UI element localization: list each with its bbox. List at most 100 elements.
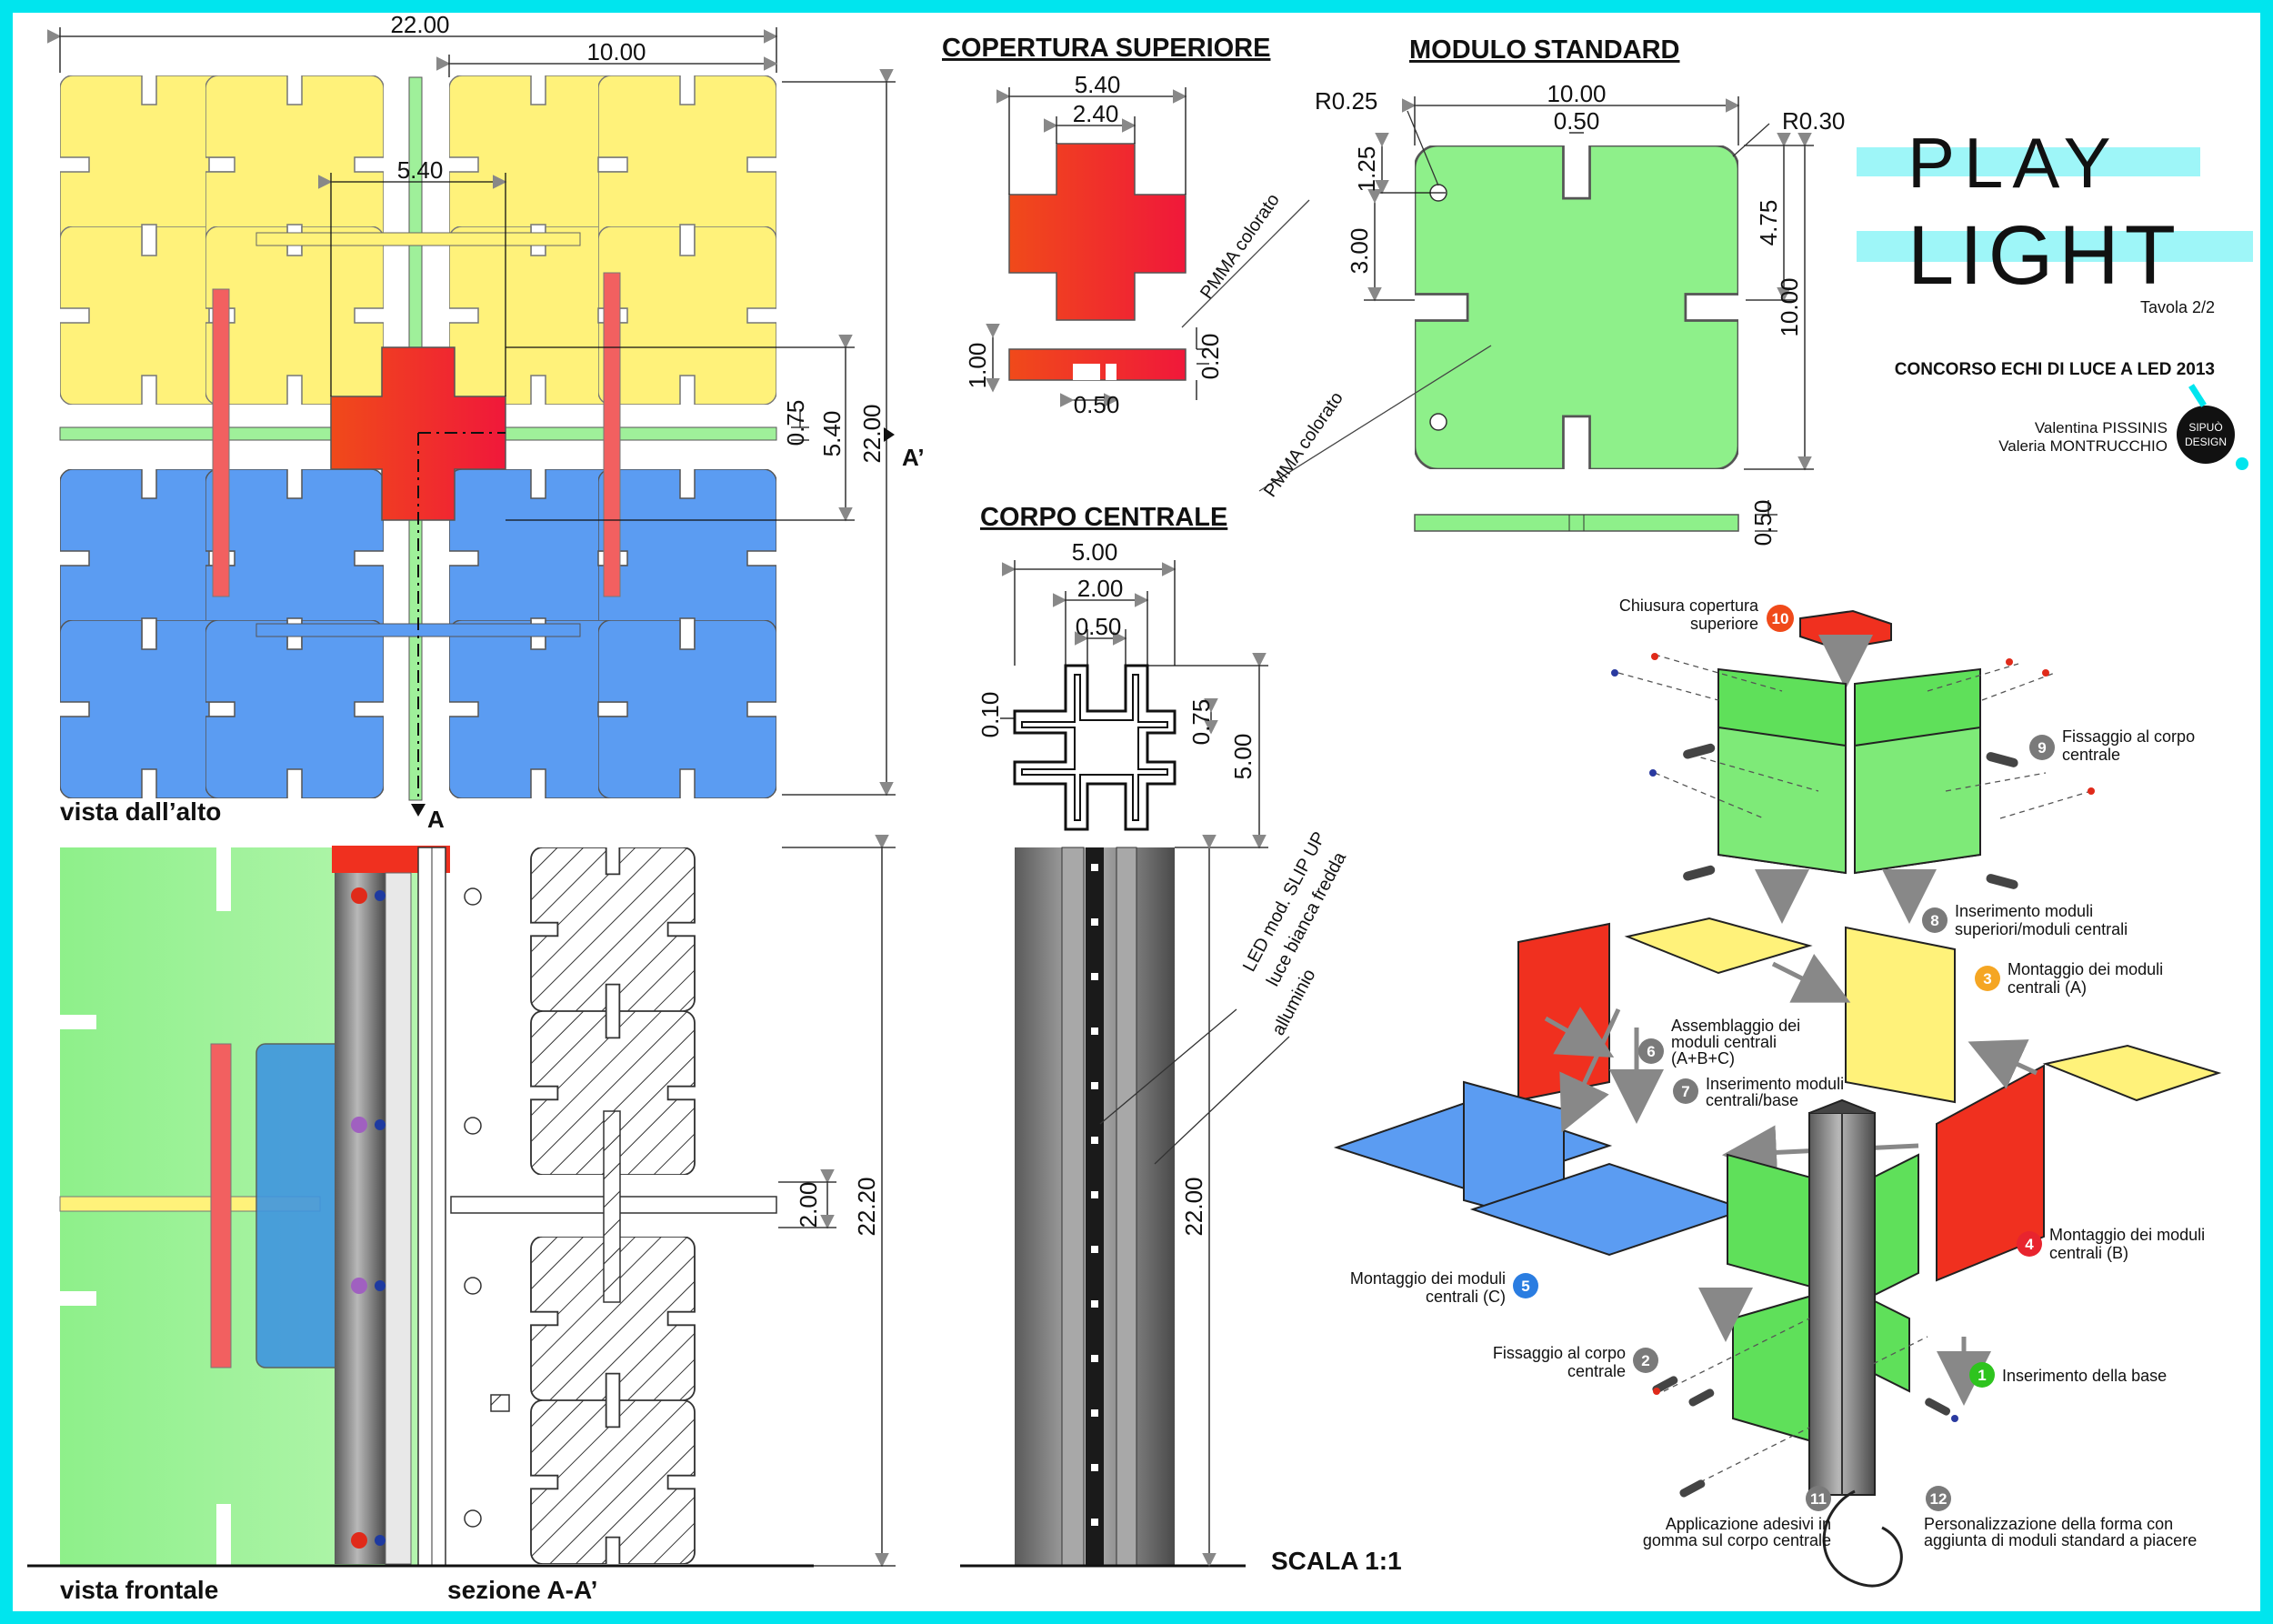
logo-line-2: DESIGN <box>2185 436 2227 448</box>
exploded-assembly <box>1333 609 2222 1588</box>
dim-mod-hole: 1.25 <box>1353 146 1380 193</box>
dim-mod-r1: R0.25 <box>1315 87 1377 115</box>
svg-text:11: 11 <box>1810 1490 1827 1508</box>
dim-body-wall: 0.10 <box>976 692 1004 738</box>
step-5: 5 Montaggio dei moduli centrali (C) <box>1350 1269 1538 1306</box>
dim-body-h: 5.00 <box>1229 734 1257 780</box>
author-1: Valentina PISSINIS <box>2035 419 2168 436</box>
top-view-label: vista dall’alto <box>60 797 221 826</box>
svg-text:aggiunta di moduli standard a: aggiunta di moduli standard a piacere <box>1924 1531 2197 1549</box>
scale-label: SCALA 1:1 <box>1271 1547 1402 1575</box>
dim-body-slot: 0.50 <box>1076 613 1122 640</box>
dim-top-height: 22.00 <box>858 404 886 463</box>
svg-text:12: 12 <box>1930 1490 1948 1508</box>
central-body-title: CORPO CENTRALE <box>980 503 1227 532</box>
svg-text:9: 9 <box>2038 739 2046 757</box>
logo-circle <box>2177 406 2235 464</box>
step-1: 1 Inserimento della base <box>1969 1362 2167 1388</box>
central-body-detail: CORPO CENTRALE <box>960 503 1402 1575</box>
dim-mod-slot: 0.50 <box>1554 107 1600 135</box>
dim-mod-w: 10.00 <box>1547 80 1606 107</box>
step-4: 4 Montaggio dei moduli centrali (B) <box>2017 1226 2205 1262</box>
svg-text:Assemblaggio dei: Assemblaggio dei <box>1671 1017 1800 1035</box>
front-view-label: vista frontale <box>60 1576 218 1604</box>
section-mark-prime: A’ <box>902 444 925 471</box>
svg-text:10: 10 <box>1772 610 1789 627</box>
svg-text:Montaggio dei moduli: Montaggio dei moduli <box>2008 960 2163 978</box>
logo-line-1: SIPUÒ <box>2188 420 2222 434</box>
step-8: 8 Inserimento moduli superiori/moduli ce… <box>1922 902 2128 938</box>
dim-body-inner: 2.00 <box>1077 575 1124 602</box>
dim-front-gap: 2.00 <box>795 1182 822 1228</box>
svg-text:centrali/base: centrali/base <box>1706 1091 1798 1109</box>
svg-text:centrale: centrale <box>2062 746 2120 764</box>
svg-text:Montaggio dei moduli: Montaggio dei moduli <box>2049 1226 2205 1244</box>
svg-text:centrali (C): centrali (C) <box>1426 1288 1506 1306</box>
svg-text:1: 1 <box>1978 1367 1986 1384</box>
assembly-steps: 1 Inserimento della base 2 Fissaggio al … <box>1350 596 2205 1549</box>
brand-block: PLAY LIGHT Tavola 2/2 CONCORSO ECHI DI L… <box>1857 123 2253 470</box>
step-10: 10 Chiusura copertura superiore <box>1619 596 1794 633</box>
dim-mod-h: 10.00 <box>1776 277 1803 336</box>
svg-text:Personalizzazione della forma: Personalizzazione della forma con <box>1924 1515 2173 1533</box>
svg-text:Inserimento della base: Inserimento della base <box>2002 1367 2167 1385</box>
standard-module-title: MODULO STANDARD <box>1409 35 1680 65</box>
svg-text:(A+B+C): (A+B+C) <box>1671 1049 1735 1068</box>
led-dots <box>1091 864 1098 1526</box>
dim-top-module: 10.00 <box>586 38 646 65</box>
svg-text:5: 5 <box>1521 1278 1529 1295</box>
dim-cover-slot: 0.50 <box>1074 391 1120 418</box>
dim-top-width: 22.00 <box>390 11 449 38</box>
svg-text:4: 4 <box>2025 1236 2034 1253</box>
step-6: 6 Assemblaggio dei moduli centrali (A+B+… <box>1638 1017 1800 1068</box>
dim-cover-inner: 2.40 <box>1073 100 1119 127</box>
dim-mod-half: 4.75 <box>1755 200 1782 246</box>
author-2: Valeria MONTRUCCHIO <box>1998 437 2168 455</box>
svg-text:centrali (B): centrali (B) <box>2049 1244 2128 1262</box>
svg-text:superiori/moduli centrali: superiori/moduli centrali <box>1955 920 2128 938</box>
svg-text:Fissaggio al corpo: Fissaggio al corpo <box>1493 1344 1626 1362</box>
dim-front-height: 22.20 <box>853 1177 880 1236</box>
dim-top-cross: 5.40 <box>397 156 444 184</box>
svg-text:Montaggio dei moduli: Montaggio dei moduli <box>1350 1269 1506 1288</box>
dim-top-strip: 0.75 <box>782 400 809 446</box>
dim-cover-w: 5.40 <box>1075 71 1121 98</box>
brand-light: LIGHT <box>1908 209 2181 302</box>
svg-text:Inserimento moduli: Inserimento moduli <box>1955 902 2093 920</box>
svg-text:centrale: centrale <box>1567 1362 1626 1380</box>
step-12: 12 Personalizzazione della forma con agg… <box>1924 1486 2197 1549</box>
top-cover-title: COPERTURA SUPERIORE <box>942 34 1270 63</box>
step-11: 11 Applicazione adesivi in gomma sul cor… <box>1643 1486 1831 1549</box>
svg-text:Chiusura copertura: Chiusura copertura <box>1619 596 1759 615</box>
brand-play: PLAY <box>1908 123 2120 203</box>
top-view: 22.00 10.00 5.40 0.75 5.40 22.00 A’ A vi… <box>46 11 925 833</box>
dim-mod-t: 0.50 <box>1749 500 1777 546</box>
svg-text:7: 7 <box>1681 1083 1689 1100</box>
section-view-label: sezione A-A’ <box>447 1576 597 1604</box>
svg-text:Inserimento moduli: Inserimento moduli <box>1706 1075 1844 1093</box>
svg-text:3: 3 <box>1983 970 1991 987</box>
dim-top-cross-v: 5.40 <box>818 411 846 457</box>
svg-text:moduli centrali: moduli centrali <box>1671 1033 1777 1051</box>
sheet-number: Tavola 2/2 <box>2140 298 2215 316</box>
svg-text:Fissaggio al corpo: Fissaggio al corpo <box>2062 727 2195 746</box>
svg-text:Applicazione adesivi in: Applicazione adesivi in <box>1666 1515 1831 1533</box>
dim-cover-t: 0.20 <box>1197 334 1224 380</box>
step-9: 9 Fissaggio al corpo centrale <box>2029 727 2195 764</box>
contest-name: CONCORSO ECHI DI LUCE A LED 2013 <box>1895 360 2215 379</box>
dim-body-arm: 0.75 <box>1187 699 1215 746</box>
section-mark: A <box>427 806 445 833</box>
svg-text:6: 6 <box>1647 1043 1655 1060</box>
svg-text:gomma sul corpo centrale: gomma sul corpo centrale <box>1643 1531 1831 1549</box>
dim-cover-h: 1.00 <box>964 343 991 389</box>
dim-mod-hole2: 3.00 <box>1346 228 1373 275</box>
svg-text:8: 8 <box>1930 912 1938 929</box>
step-2: 2 Fissaggio al corpo centrale <box>1493 1344 1658 1380</box>
standard-module-detail: MODULO STANDARD 10.00 0.50 R0.25 R0.30 1 <box>1258 35 1845 546</box>
dim-mod-r2: R0.30 <box>1782 107 1845 135</box>
svg-text:2: 2 <box>1641 1352 1649 1369</box>
dim-body-len: 22.00 <box>1180 1177 1207 1236</box>
dim-body-w: 5.00 <box>1072 538 1118 566</box>
